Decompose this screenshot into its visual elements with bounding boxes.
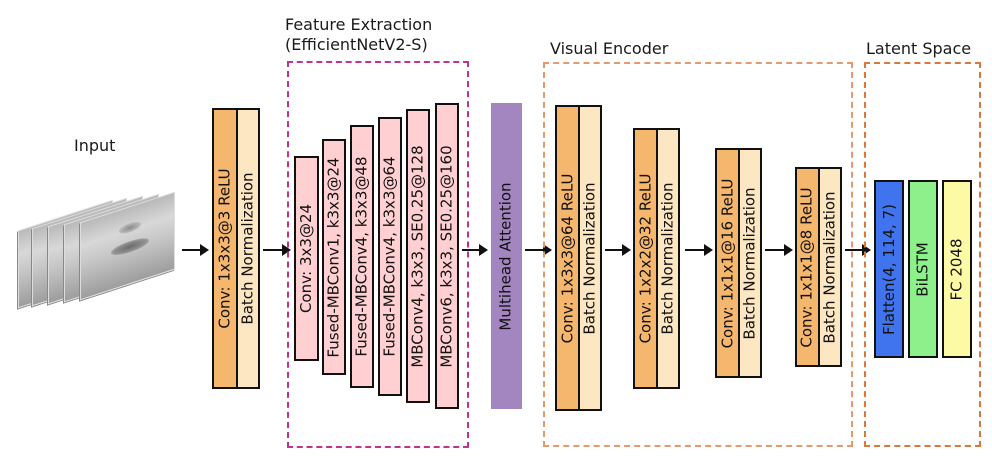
fe-layer-label: Fused-MBConv1, k3x3@24 <box>324 156 343 358</box>
stem-conv-label: Conv: 1x3x3@3 ReLU <box>215 168 234 329</box>
fe-layer-label: Fused-MBConv4, k3x3@48 <box>352 156 371 357</box>
mouth-shape <box>111 235 149 259</box>
arrow-icon <box>605 244 631 256</box>
latent-space-group <box>864 62 981 447</box>
arrow-icon <box>462 244 488 256</box>
bilstm-layer: BiLSTM <box>908 180 938 358</box>
feature-extraction-title: Feature Extraction <box>285 15 433 34</box>
ve-conv-label: Conv: 1x2x2@32 ReLU <box>636 173 654 344</box>
fc-label: FC 2048 <box>947 237 966 301</box>
fe-layer: MBConv4, k3x3, SE0.25@128 <box>406 109 430 403</box>
flatten-label: Flatten(4, 114, 7) <box>879 203 898 335</box>
fe-layer: Fused-MBConv4, k3x3@64 <box>378 117 402 396</box>
feature-extraction-subtitle: (EfficientNetV2-S) <box>285 35 428 54</box>
stem-conv-layer: Conv: 1x3x3@3 ReLU <box>212 108 238 389</box>
ve-bn-layer: Batch Normalization <box>738 148 762 378</box>
multihead-attention-layer: Multihead Attention <box>491 103 522 409</box>
arrow-icon <box>182 244 209 256</box>
stem-bn-label: Batch Normalization <box>238 172 257 325</box>
fe-layer: Fused-MBConv4, k3x3@48 <box>350 125 374 388</box>
arrow-icon <box>685 244 713 256</box>
fc-layer: FC 2048 <box>942 180 972 358</box>
ve-bn-layer: Batch Normalization <box>656 128 680 389</box>
multihead-attention-label: Multihead Attention <box>497 181 515 331</box>
arrow-icon <box>845 244 871 256</box>
arrow-icon <box>525 244 552 256</box>
flatten-layer: Flatten(4, 114, 7) <box>874 180 904 358</box>
nose-shape <box>119 219 141 236</box>
ve-conv-label: Conv: 1x1x1@16 ReLU <box>718 178 736 348</box>
fe-layer: MBConv6, k3x3, SE0.25@160 <box>435 103 459 409</box>
input-frames-image <box>18 185 178 309</box>
stem-bn-layer: Batch Normalization <box>236 108 260 389</box>
fe-layer-label: MBConv6, k3x3, SE0.25@160 <box>437 144 456 368</box>
ve-bn-label: Batch Normalization <box>580 181 599 335</box>
ve-conv-layer: Conv: 1x1x1@8 ReLU <box>795 167 820 367</box>
input-label: Input <box>74 136 116 155</box>
arrow-icon <box>263 244 291 256</box>
visual-encoder-title: Visual Encoder <box>550 39 669 58</box>
ve-bn-layer: Batch Normalization <box>818 167 842 367</box>
fe-layer: Conv: 3x3@24 <box>294 156 319 361</box>
ve-conv-layer: Conv: 1x3x3@64 ReLU <box>555 105 580 411</box>
ve-conv-label: Conv: 1x1x1@8 ReLU <box>798 186 816 348</box>
ve-bn-layer: Batch Normalization <box>578 105 602 411</box>
feature-extraction-group <box>287 61 469 448</box>
fe-layer: Fused-MBConv1, k3x3@24 <box>322 139 346 375</box>
ve-conv-layer: Conv: 1x2x2@32 ReLU <box>633 128 658 389</box>
ve-bn-label: Batch Normalization <box>820 190 839 344</box>
fe-layer-label: Fused-MBConv4, k3x3@64 <box>380 156 399 357</box>
ve-bn-label: Batch Normalization <box>740 186 759 340</box>
ve-conv-layer: Conv: 1x1x1@16 ReLU <box>715 148 740 378</box>
fe-layer-label: MBConv4, k3x3, SE0.25@128 <box>408 144 427 368</box>
bilstm-label: BiLSTM <box>913 241 932 297</box>
ve-conv-label: Conv: 1x3x3@64 ReLU <box>558 173 576 343</box>
latent-space-title: Latent Space <box>866 39 972 58</box>
fe-layer-label: Conv: 3x3@24 <box>297 203 315 314</box>
visual-encoder-group <box>543 62 853 447</box>
arrow-icon <box>765 244 793 256</box>
ve-bn-label: Batch Normalization <box>658 182 677 335</box>
